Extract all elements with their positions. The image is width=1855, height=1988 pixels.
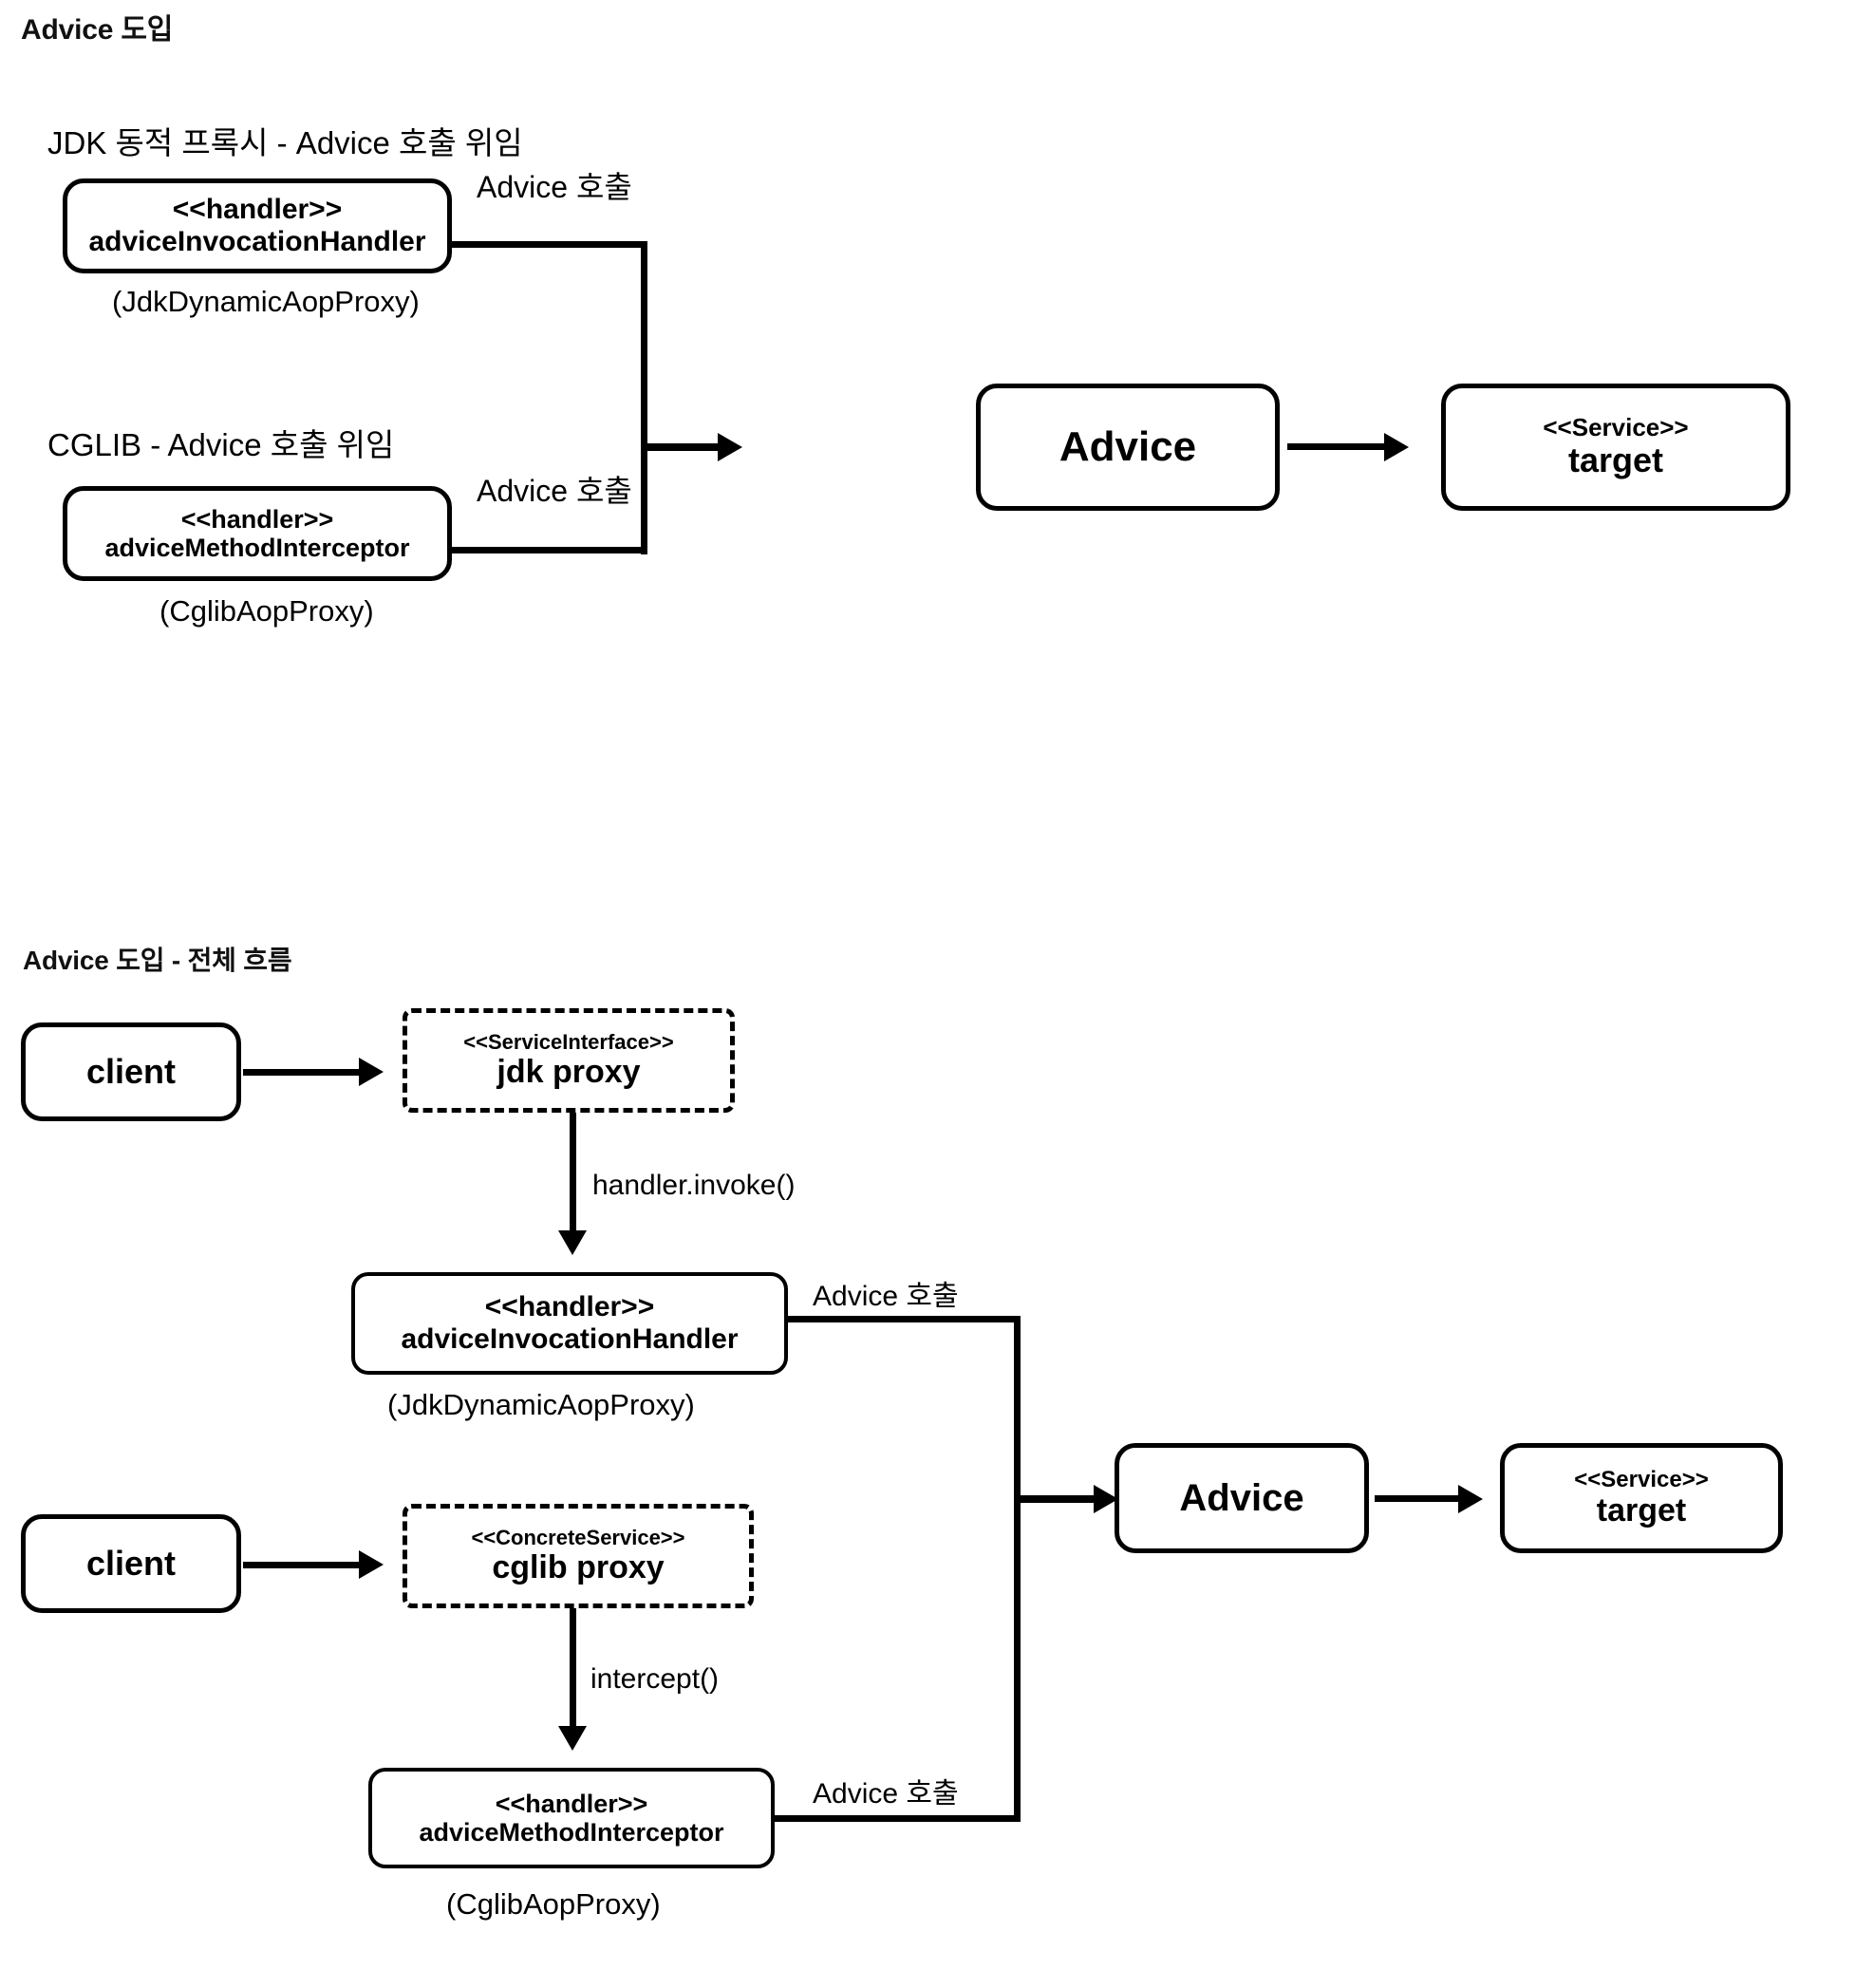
caption-cglib-aop-proxy: (CglibAopProxy) xyxy=(159,594,374,628)
arrowhead-to-jdk-proxy xyxy=(359,1058,384,1086)
arrowhead-to-cglib-proxy xyxy=(359,1550,384,1579)
arrowhead-intercept xyxy=(558,1726,587,1751)
node-label: Advice xyxy=(1059,423,1197,471)
connector-flow-bottom-horizontal xyxy=(771,1815,1020,1822)
node-jdk-proxy[interactable]: <<ServiceInterface>> jdk proxy xyxy=(403,1008,735,1113)
arrowhead-to-advice-flow xyxy=(1094,1485,1118,1513)
node-client-top[interactable]: client xyxy=(21,1022,241,1121)
node-stereotype: <<ConcreteService>> xyxy=(471,1525,685,1549)
connector-bus-to-advice xyxy=(644,443,723,451)
node-label: adviceInvocationHandler xyxy=(401,1323,739,1355)
node-label: adviceInvocationHandler xyxy=(88,226,426,257)
node-label: adviceMethodInterceptor xyxy=(104,534,410,562)
connector-bus-to-advice-flow xyxy=(1018,1495,1099,1503)
connector-flow-top-horizontal xyxy=(784,1316,1020,1322)
connector-advice-to-target-flow xyxy=(1375,1495,1464,1502)
node-label: target xyxy=(1596,1492,1687,1529)
node-label: adviceMethodInterceptor xyxy=(419,1818,724,1847)
edge-label-advice-call-flow-top: Advice 호출 xyxy=(813,1281,959,1312)
arrowhead-handler-invoke xyxy=(558,1230,587,1255)
node-target-flow[interactable]: <<Service>> target xyxy=(1500,1443,1783,1553)
arrowhead-to-target-flow xyxy=(1458,1485,1483,1513)
diagram1-cglib-heading: CGLIB - Advice 호출 위임 xyxy=(47,427,395,462)
connector-advice-to-target xyxy=(1287,443,1390,450)
node-stereotype: <<ServiceInterface>> xyxy=(463,1029,674,1054)
edge-label-advice-call-flow-bottom: Advice 호출 xyxy=(813,1778,959,1810)
node-cglib-proxy[interactable]: <<ConcreteService>> cglib proxy xyxy=(403,1504,754,1608)
node-label: cglib proxy xyxy=(492,1549,665,1586)
connector-bottom-horizontal xyxy=(448,547,647,553)
arrowhead-to-advice xyxy=(718,433,742,461)
caption-cglib-aop-proxy-flow: (CglibAopProxy) xyxy=(446,1887,661,1921)
connector-client-to-cglib-proxy xyxy=(243,1562,365,1568)
node-client-bottom[interactable]: client xyxy=(21,1514,241,1613)
node-target[interactable]: <<Service>> target xyxy=(1441,384,1790,511)
node-stereotype: <<handler>> xyxy=(484,1291,655,1323)
node-label: target xyxy=(1567,441,1664,480)
diagram2-heading: Advice 도입 - 전체 흐름 xyxy=(23,946,292,975)
node-label: Advice xyxy=(1179,1476,1304,1519)
connector-cglib-proxy-to-interceptor xyxy=(570,1608,576,1732)
arrowhead-to-target xyxy=(1384,433,1409,461)
connector-jdk-proxy-to-handler xyxy=(570,1113,576,1236)
node-stereotype: <<handler>> xyxy=(495,1789,648,1818)
node-stereotype: <<Service>> xyxy=(1543,413,1689,442)
diagram1-jdk-heading: JDK 동적 프록시 - Advice 호출 위임 xyxy=(47,125,523,160)
caption-jdk-dynamic-aop-proxy: (JdkDynamicAopProxy) xyxy=(112,285,420,318)
node-advice[interactable]: Advice xyxy=(976,384,1280,511)
connector-flow-vertical-bus xyxy=(1014,1316,1021,1822)
connector-top-horizontal xyxy=(448,241,647,248)
node-stereotype: <<handler>> xyxy=(172,194,343,226)
node-stereotype: <<Service>> xyxy=(1574,1466,1709,1492)
node-advice-invocation-handler-flow[interactable]: <<handler>> adviceInvocationHandler xyxy=(351,1272,788,1375)
edge-label-advice-call-top: Advice 호출 xyxy=(477,170,632,204)
edge-label-advice-call-bottom: Advice 호출 xyxy=(477,474,632,508)
node-label: client xyxy=(85,1543,177,1583)
caption-jdk-dynamic-aop-proxy-flow: (JdkDynamicAopProxy) xyxy=(387,1388,695,1421)
page-title: Advice 도입 xyxy=(21,14,174,46)
edge-label-handler-invoke: handler.invoke() xyxy=(592,1170,796,1201)
node-advice-flow[interactable]: Advice xyxy=(1115,1443,1369,1553)
node-advice-method-interceptor-flow[interactable]: <<handler>> adviceMethodInterceptor xyxy=(368,1768,775,1868)
connector-vertical-bus xyxy=(641,241,647,554)
node-stereotype: <<handler>> xyxy=(180,504,334,534)
node-label: jdk proxy xyxy=(497,1054,641,1091)
node-advice-method-interceptor[interactable]: <<handler>> adviceMethodInterceptor xyxy=(63,486,452,581)
edge-label-intercept: intercept() xyxy=(590,1663,720,1695)
connector-client-to-jdk-proxy xyxy=(243,1069,365,1076)
node-advice-invocation-handler[interactable]: <<handler>> adviceInvocationHandler xyxy=(63,178,452,273)
node-label: client xyxy=(85,1051,177,1091)
